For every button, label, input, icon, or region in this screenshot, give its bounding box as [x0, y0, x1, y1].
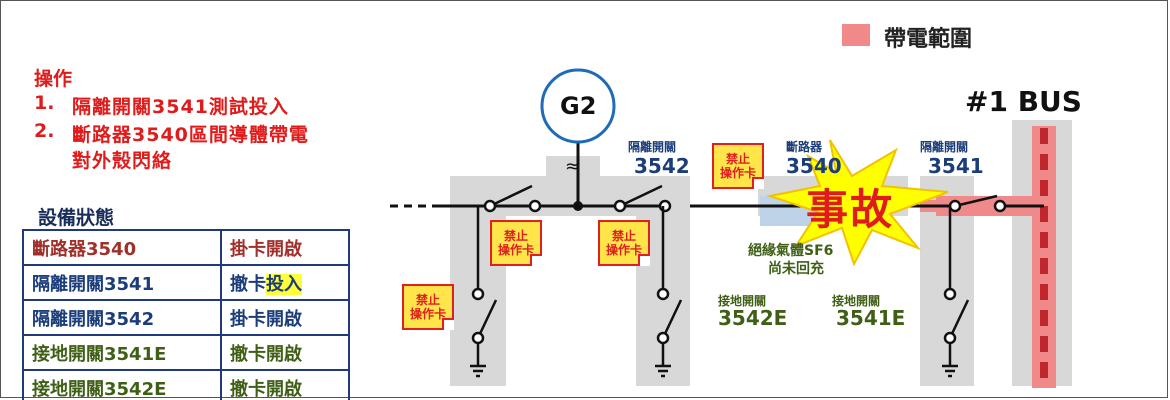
- iso-switch-left: [483, 184, 542, 213]
- status-state: 撤卡開啟: [220, 369, 350, 400]
- operation-step-1-number: 1.: [34, 92, 55, 114]
- iso3542-id: 3542: [634, 154, 690, 178]
- card-line1: 禁止: [415, 293, 440, 307]
- status-device: 斷路器3540: [22, 229, 222, 266]
- status-state: 掛卡開啟: [220, 299, 350, 336]
- iso3541-type: 隔離開關: [920, 140, 969, 154]
- card-line1: 禁止: [725, 152, 750, 166]
- gis-label-line1: 絕緣氣體SF6: [748, 243, 834, 259]
- gis-label-line2: 尚未回充: [768, 261, 824, 277]
- legend-swatch: [842, 24, 870, 46]
- fault-label: 事故: [806, 185, 895, 234]
- status-device: 隔離開關3542: [22, 299, 222, 336]
- status-state-prefix: 撤卡: [230, 273, 266, 295]
- earth-switch-left: [470, 206, 498, 378]
- earth3542e-type: 接地開關: [718, 294, 767, 308]
- cb3540-type: 斷路器: [786, 140, 823, 154]
- card-line2: 操作卡: [497, 243, 534, 257]
- status-title: 設備狀態: [38, 207, 115, 229]
- card-line2: 操作卡: [409, 307, 446, 321]
- bus-label: #1 BUS: [965, 85, 1082, 118]
- earth-switch-3541e: [942, 206, 970, 378]
- prohibit-card-cb3540: 禁止 操作卡: [712, 143, 764, 189]
- iso3541-id: 3541: [928, 154, 984, 178]
- operation-step-2-number: 2.: [34, 120, 55, 142]
- generator-circle: [540, 68, 616, 144]
- table-row: 斷路器3540 掛卡開啟: [22, 229, 350, 266]
- operation-step-2-text: 斷路器3540區間導體帶電: [72, 124, 309, 146]
- fault-star: [766, 139, 949, 267]
- iso3542-type: 隔離開關: [628, 140, 677, 154]
- card-line2: 操作卡: [719, 166, 756, 180]
- generator-label: G2: [560, 92, 597, 120]
- earth3541e-type: 接地開關: [832, 294, 881, 308]
- table-row: 接地開關3542E 撤卡開啟: [22, 369, 350, 400]
- gen-tilde: ≈: [565, 156, 580, 177]
- card-line2: 操作卡: [605, 243, 642, 257]
- earth3542e-id: 3542E: [718, 306, 788, 330]
- status-state: 撤卡投入: [220, 264, 350, 301]
- card-line1: 禁止: [503, 229, 528, 243]
- operation-step-1-text: 隔離開關3541測試投入: [72, 96, 289, 118]
- iso-switch-3542: [613, 184, 672, 213]
- iso-switch-3541: [948, 194, 1007, 213]
- earth-switch-3542e: [655, 206, 683, 378]
- equipment-bg-gen: [546, 156, 600, 196]
- status-state: 掛卡開啟: [220, 229, 350, 266]
- prohibit-card-left: 禁止 操作卡: [490, 220, 542, 266]
- table-row: 隔離開關3541 撤卡投入: [22, 264, 350, 301]
- table-row: 接地開關3541E 撤卡開啟: [22, 334, 350, 371]
- prohibit-card-3542: 禁止 操作卡: [598, 220, 650, 266]
- operation-title: 操作: [34, 68, 73, 90]
- operation-step-2-line2: 對外殼閃絡: [72, 150, 173, 172]
- card-line1: 禁止: [611, 229, 636, 243]
- status-device: 接地開關3541E: [22, 334, 222, 371]
- status-state: 撤卡開啟: [220, 334, 350, 371]
- status-table: 斷路器3540 掛卡開啟 隔離開關3541 撤卡投入 隔離開關3542 掛卡開啟…: [22, 229, 350, 400]
- status-state-highlight: 投入: [266, 273, 302, 295]
- legend-label: 帶電範圍: [884, 27, 973, 52]
- status-device: 接地開關3542E: [22, 369, 222, 400]
- cb3540-id: 3540: [786, 154, 842, 178]
- gen-junction: [573, 201, 583, 211]
- status-device: 隔離開關3541: [22, 264, 222, 301]
- table-row: 隔離開關3542 掛卡開啟: [22, 299, 350, 336]
- earth3541e-id: 3541E: [836, 306, 906, 330]
- prohibit-card-earth: 禁止 操作卡: [402, 284, 454, 330]
